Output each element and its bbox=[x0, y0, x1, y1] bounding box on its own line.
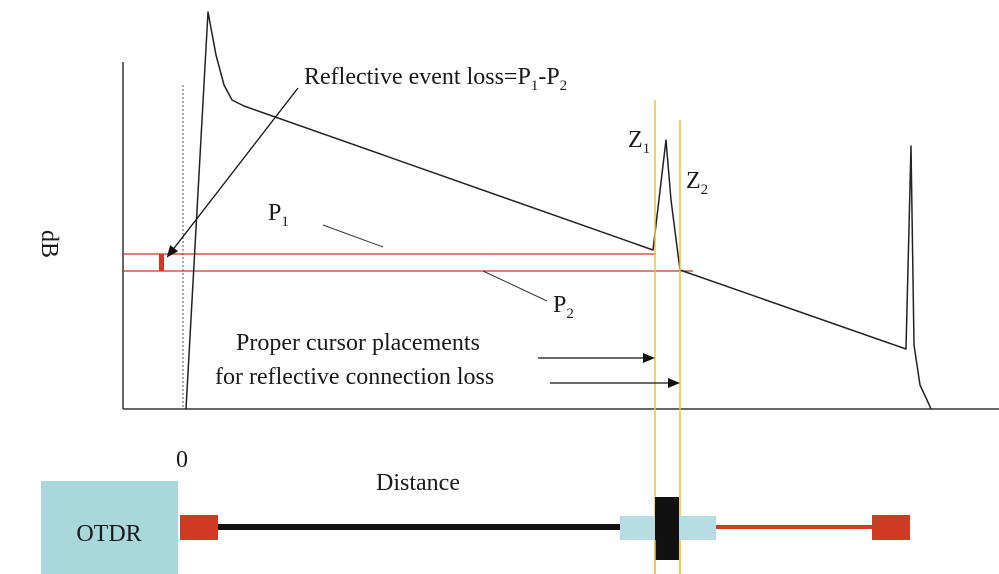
y-axis-label: dB bbox=[36, 230, 62, 258]
z2-label: Z2 bbox=[686, 168, 708, 198]
otdr-box bbox=[41, 481, 178, 574]
cursor-placement-line2: for reflective connection loss bbox=[215, 364, 494, 390]
p1-leader bbox=[322, 224, 384, 248]
p2-label: P2 bbox=[553, 292, 574, 322]
end-connector bbox=[872, 515, 910, 540]
reflective-loss-arrow bbox=[166, 87, 299, 258]
origin-label: 0 bbox=[176, 447, 188, 473]
otdr-connector bbox=[180, 515, 218, 540]
p2-leader bbox=[482, 270, 548, 302]
reflective-loss-marker bbox=[159, 254, 164, 271]
z1-label: Z1 bbox=[628, 127, 650, 157]
p1-label: P1 bbox=[268, 200, 289, 230]
reflective-loss-label: Reflective event loss=P1-P2 bbox=[304, 64, 567, 94]
cursor-placement-line1: Proper cursor placements bbox=[236, 330, 480, 356]
otdr-label: OTDR bbox=[76, 521, 141, 547]
fiber-red bbox=[716, 525, 872, 529]
otdr-trace bbox=[185, 11, 932, 410]
connector-block bbox=[655, 497, 679, 560]
fiber-black bbox=[218, 524, 620, 530]
x-axis-label: Distance bbox=[376, 470, 460, 496]
